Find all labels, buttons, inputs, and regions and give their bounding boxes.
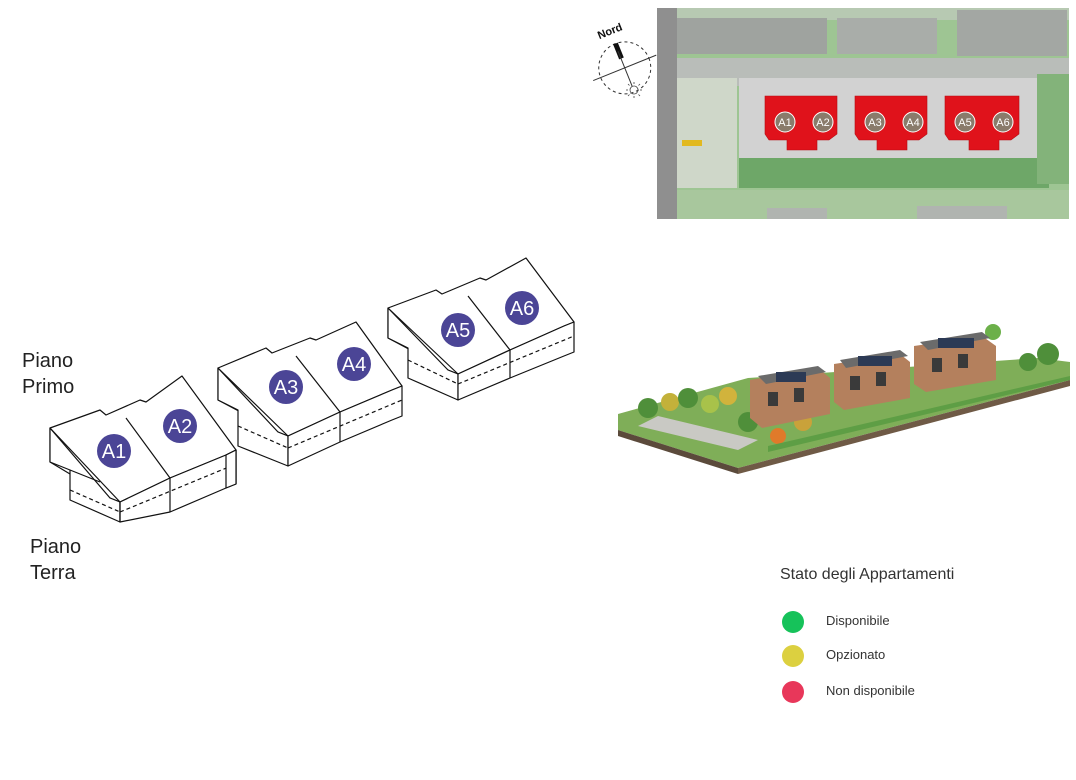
unit-marker-a1[interactable]: A1 xyxy=(97,434,131,468)
unit-marker-a3[interactable]: A3 xyxy=(269,370,303,404)
unit-marker-label: A6 xyxy=(510,298,534,320)
legend-item-unavailable[interactable]: Non disponibile xyxy=(782,680,1062,704)
plan-unit-label: A1 xyxy=(778,117,791,129)
plan-unit-a5[interactable]: A5 xyxy=(954,111,976,133)
floor-label-ground: Piano Terra xyxy=(30,536,82,584)
building-block-1 xyxy=(49,375,237,523)
unit-marker-a4[interactable]: A4 xyxy=(337,347,371,381)
sun-icon xyxy=(626,82,642,98)
building-block-3 xyxy=(387,257,575,401)
compass-label: Nord xyxy=(596,21,624,42)
status-dot-available xyxy=(782,611,804,633)
floor-label-upper: Piano Primo xyxy=(22,350,75,398)
unit-marker-label: A4 xyxy=(342,354,366,376)
unit-marker-label: A1 xyxy=(102,441,126,463)
plan-unit-label: A2 xyxy=(816,117,829,129)
legend-item-optioned[interactable]: Opzionato xyxy=(782,644,1062,668)
legend-title: Stato degli Appartamenti xyxy=(780,566,955,583)
site-plan-map: A1 A2 A3 A4 A5 A6 xyxy=(657,8,1069,219)
legend-item-available[interactable]: Disponibile xyxy=(782,610,1062,634)
plan-unit-a6[interactable]: A6 xyxy=(992,111,1014,133)
unit-marker-label: A5 xyxy=(446,320,470,342)
status-dot-optioned xyxy=(782,645,804,667)
unit-marker-label: A3 xyxy=(274,377,298,399)
plan-unit-a1[interactable]: A1 xyxy=(774,111,796,133)
legend-label: Disponibile xyxy=(826,613,890,628)
plan-unit-a2[interactable]: A2 xyxy=(812,111,834,133)
apartment-status-legend: Stato degli Appartamenti Disponibile Opz… xyxy=(780,566,1070,716)
north-compass: Nord xyxy=(584,20,664,100)
legend-label: Non disponibile xyxy=(826,683,915,698)
unit-marker-label: A2 xyxy=(168,416,192,438)
plan-unit-label: A6 xyxy=(996,117,1009,129)
unit-marker-a2[interactable]: A2 xyxy=(163,409,197,443)
building-block-2 xyxy=(217,321,403,467)
unit-marker-a6[interactable]: A6 xyxy=(505,291,539,325)
plan-unit-label: A3 xyxy=(868,117,881,129)
isometric-building-plan: A1 A2 A3 A4 A5 A6 xyxy=(40,250,600,550)
isometric-drawing: A1 A2 A3 A4 A5 A6 xyxy=(49,257,575,523)
plan-unit-a3[interactable]: A3 xyxy=(864,111,886,133)
aerial-render-image xyxy=(618,318,1070,490)
plan-unit-label: A5 xyxy=(958,117,971,129)
plan-unit-a4[interactable]: A4 xyxy=(902,111,924,133)
legend-label: Opzionato xyxy=(826,647,886,662)
plan-building-footprints xyxy=(764,95,1020,151)
plan-unit-label: A4 xyxy=(906,117,919,129)
north-arrow-icon xyxy=(613,42,624,60)
status-dot-unavailable xyxy=(782,681,804,703)
unit-marker-a5[interactable]: A5 xyxy=(441,313,475,347)
